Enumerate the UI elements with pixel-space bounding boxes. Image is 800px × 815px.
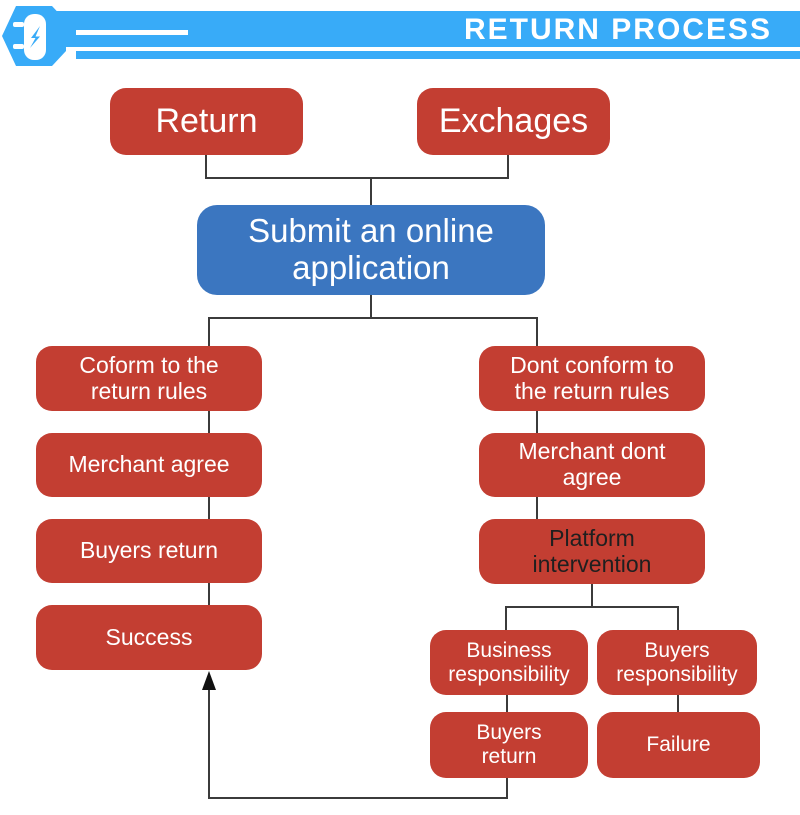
connector-platform-split xyxy=(505,584,679,630)
connector-branch-split xyxy=(208,295,538,346)
page-title: RETURN PROCESS xyxy=(463,13,772,46)
connector-top-merge xyxy=(205,155,509,205)
arrow-up-icon xyxy=(202,671,216,690)
node-business-responsibility: Business responsibility xyxy=(430,630,588,695)
header-band xyxy=(50,11,800,47)
node-conform-rules: Coform to the return rules xyxy=(36,346,262,411)
connector-feedback-loop xyxy=(208,687,508,799)
header-banner: RETURN PROCESS xyxy=(0,0,800,72)
node-buyers-return: Buyers return xyxy=(36,519,262,583)
node-buyers-responsibility: Buyers responsibility xyxy=(597,630,757,695)
node-return: Return xyxy=(110,88,303,155)
node-failure: Failure xyxy=(597,712,760,778)
node-buyers-return-2: Buyers return xyxy=(430,712,588,778)
logo-tick-top xyxy=(13,22,24,27)
node-submit-application: Submit an online application xyxy=(197,205,545,295)
connector-responsibility-stubs xyxy=(506,695,679,712)
node-dont-conform-rules: Dont conform to the return rules xyxy=(479,346,705,411)
lightning-bolt-icon xyxy=(2,6,66,66)
header-decor-line xyxy=(76,30,188,35)
logo-bolt-glyph xyxy=(30,26,40,48)
node-merchant-dont-agree: Merchant dont agree xyxy=(479,433,705,497)
node-platform-intervention: Platform intervention xyxy=(479,519,705,584)
node-exchanges: Exchages xyxy=(417,88,610,155)
header-bottom-stripe xyxy=(76,51,800,59)
node-merchant-agree: Merchant agree xyxy=(36,433,262,497)
node-success: Success xyxy=(36,605,262,670)
logo-tick-bottom xyxy=(13,44,24,49)
